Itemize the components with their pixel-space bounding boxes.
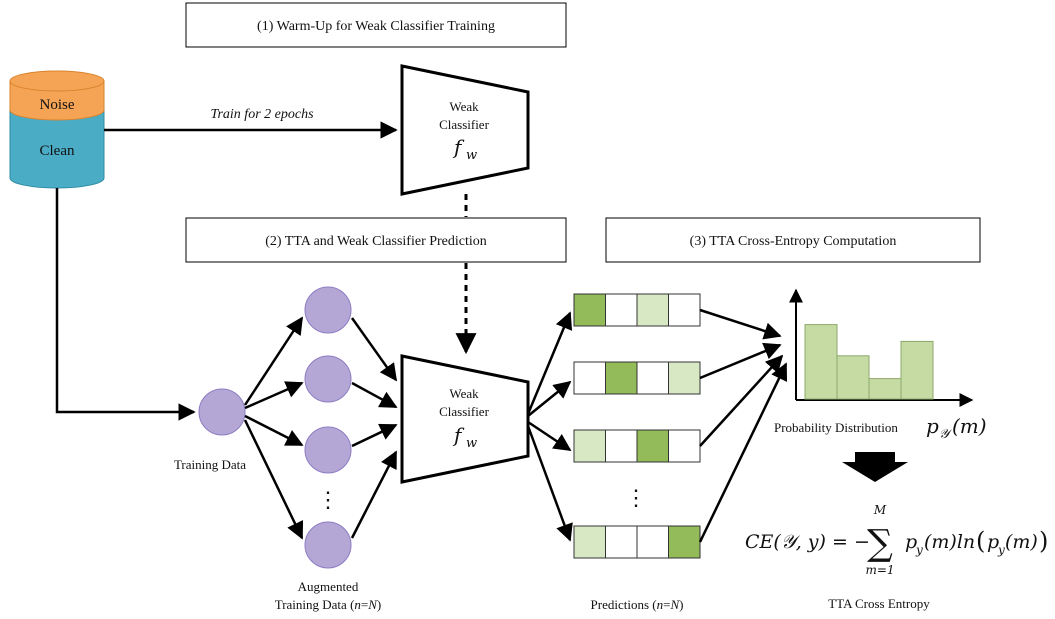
noise-segment	[9, 80, 105, 121]
classifier-top-subscript: w	[466, 148, 477, 163]
prediction-cell	[668, 429, 701, 463]
training-data-node	[198, 388, 246, 436]
probability-histogram	[789, 288, 974, 407]
step1-title-box: (1) Warm-Up for Weak Classifier Training	[185, 2, 567, 48]
dataset-cylinder: Noise Clean	[9, 70, 105, 189]
augmented-label-line1: Augmented	[298, 579, 359, 594]
formula-sum-top: M	[873, 503, 887, 517]
formula-open-paren: (	[976, 527, 985, 555]
probability-math-sub: 𝒴	[939, 427, 953, 442]
augmentation-arrows	[243, 316, 304, 540]
augmented-nodes: ⋮	[304, 286, 352, 569]
step3-title: (3) TTA Cross-Entropy Computation	[690, 234, 897, 249]
augmented-node	[304, 521, 352, 569]
prediction-rows	[573, 293, 701, 559]
probability-math-p: p	[926, 414, 939, 438]
classifier-bottom-line2: Classifier	[439, 404, 489, 419]
prediction-row	[573, 361, 701, 395]
probability-math-arg: (m)	[952, 414, 987, 438]
formula-inner-arg: (m)	[1005, 531, 1038, 553]
prediction-cell	[605, 525, 638, 559]
sigma-icon: ∑	[867, 523, 893, 564]
histogram-bar	[900, 340, 934, 400]
cross-entropy-formula: CE(𝒴, y) = − M ∑ m=1 p y (m)ln ( p y (m)…	[745, 503, 1048, 577]
classifier-top-line1: Weak	[449, 99, 479, 114]
prediction-cell	[573, 361, 606, 395]
formula-p: p	[905, 531, 917, 553]
prediction-cell	[668, 525, 701, 559]
prediction-row	[573, 525, 701, 559]
training-data-label: Training Data	[174, 457, 246, 472]
classifier-top-line2: Classifier	[439, 117, 489, 132]
prediction-cell	[573, 525, 606, 559]
augmented-dots: ⋮	[317, 487, 339, 512]
prediction-cell	[605, 293, 638, 327]
formula-p-sub: y	[915, 543, 923, 557]
histogram-bars	[804, 324, 934, 400]
formula-lhs: CE(𝒴, y) = −	[745, 531, 870, 553]
data-flow-arrow	[55, 188, 196, 421]
formula-inner-sub: y	[997, 543, 1005, 557]
histogram-bar	[836, 355, 870, 400]
augmented-label-line2: Training Data (n=N)	[275, 597, 382, 612]
prediction-cell	[636, 525, 669, 559]
classifier-output-arrows	[526, 311, 573, 542]
step2-title: (2) TTA and Weak Classifier Prediction	[265, 234, 487, 249]
formula-caption: TTA Cross Entropy	[828, 596, 930, 611]
train-edge-label: Train for 2 epochs	[210, 107, 314, 122]
formula-mid: (m)ln	[924, 531, 975, 553]
prediction-cell	[573, 429, 606, 463]
weak-classifier-top: Weak Classifier f w	[400, 64, 530, 196]
down-arrow-icon	[842, 452, 908, 482]
prediction-cell	[636, 293, 669, 327]
histogram-bar	[868, 378, 902, 400]
formula-inner-p: p	[987, 531, 999, 553]
augmented-node	[304, 286, 352, 334]
noise-label: Noise	[40, 97, 75, 113]
formula-sum-bottom: m=1	[865, 563, 894, 577]
predictions-label: Predictions (n=N)	[591, 597, 684, 612]
classifier-bottom-line1: Weak	[449, 386, 479, 401]
prediction-cell	[636, 361, 669, 395]
probability-distribution-label: Probability Distribution	[774, 420, 898, 435]
predictions-dots: ⋮	[625, 485, 647, 510]
prediction-cell	[573, 293, 606, 327]
distribution-arrows	[698, 308, 788, 543]
augmented-node	[304, 426, 352, 474]
prediction-cell	[636, 429, 669, 463]
prediction-cell	[668, 361, 701, 395]
step1-title: (1) Warm-Up for Weak Classifier Training	[257, 19, 495, 34]
weak-classifier-bottom: Weak Classifier f w	[400, 354, 530, 484]
classifier-input-arrows	[350, 317, 398, 539]
formula-close-paren: )	[1039, 527, 1048, 555]
prediction-cell	[668, 293, 701, 327]
classifier-bottom-subscript: w	[466, 436, 477, 451]
step3-title-box: (3) TTA Cross-Entropy Computation	[605, 217, 981, 263]
step2-title-box: (2) TTA and Weak Classifier Prediction	[185, 217, 567, 263]
augmented-node	[304, 355, 352, 403]
clean-label: Clean	[40, 143, 75, 159]
prediction-row	[573, 293, 701, 327]
prediction-cell	[605, 429, 638, 463]
prediction-row	[573, 429, 701, 463]
prediction-cell	[605, 361, 638, 395]
histogram-bar	[804, 324, 838, 400]
